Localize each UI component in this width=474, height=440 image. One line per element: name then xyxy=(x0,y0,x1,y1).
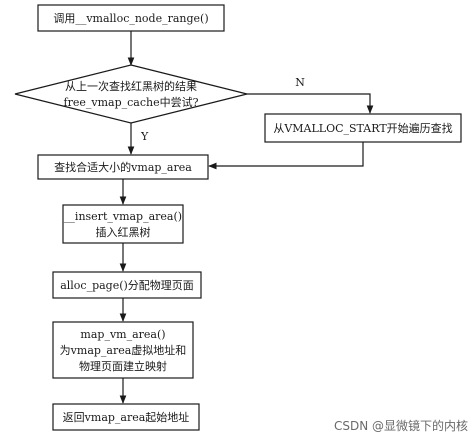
decision-label-line1: 从上一次查找红黑树的结果 xyxy=(65,79,197,93)
start-node-label: 调用__vmalloc_node_range() xyxy=(53,12,208,25)
alloc-page-label: alloc_page()分配物理页面 xyxy=(60,278,194,292)
watermark: CSDN @显微镜下的内核 xyxy=(334,418,468,433)
map-vm-node: map_vm_area() 为vmap_area虚拟地址和 物理页面建立映射 xyxy=(52,321,194,379)
map-vm-label-line1: map_vm_area() xyxy=(80,328,165,341)
map-vm-label-line3: 物理页面建立映射 xyxy=(79,359,167,373)
return-node: 返回vmap_area起始地址 xyxy=(52,403,200,431)
map-vm-label-line2: 为vmap_area虚拟地址和 xyxy=(60,343,187,357)
alloc-page-node: alloc_page()分配物理页面 xyxy=(52,271,202,299)
edge-decision-no xyxy=(247,93,374,114)
return-label: 返回vmap_area起始地址 xyxy=(63,410,190,424)
edge-label-no: N xyxy=(295,76,305,89)
insert-label-line2: 插入红黑树 xyxy=(96,225,151,239)
find-area-node: 查找合适大小的vmap_area xyxy=(37,154,209,180)
edge-search-to-find xyxy=(208,142,364,170)
search-from-start-label: 从VMALLOC_START开始遍历查找 xyxy=(273,121,452,135)
decision-node: 从上一次查找红黑树的结果 free_vmap_cache中尝试? xyxy=(14,64,248,124)
insert-label-line1: __insert_vmap_area() xyxy=(64,210,182,223)
find-area-label: 查找合适大小的vmap_area xyxy=(54,160,192,174)
decision-label-line2: free_vmap_cache中尝试? xyxy=(64,96,199,109)
search-from-start-node: 从VMALLOC_START开始遍历查找 xyxy=(264,113,462,143)
edge-label-yes: Y xyxy=(140,130,149,143)
start-node: 调用__vmalloc_node_range() xyxy=(37,4,225,32)
insert-node: __insert_vmap_area() 插入红黑树 xyxy=(62,204,184,244)
